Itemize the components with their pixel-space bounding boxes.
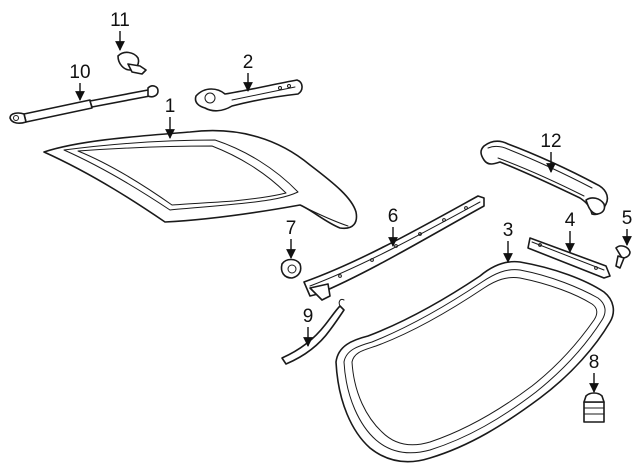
callout-label-4: 4 [565,210,576,231]
callout-label-5: 5 [622,208,633,229]
fastener-part [615,245,631,269]
callout-1: 1 [165,96,176,139]
callout-label-3: 3 [503,220,514,241]
callout-label-6: 6 [388,206,399,227]
bracket-strip-part [527,237,611,279]
callout-8: 8 [589,352,600,393]
callout-7: 7 [286,218,297,259]
callout-label-11: 11 [110,10,130,31]
lift-support-part [9,85,159,124]
callout-label-1: 1 [165,96,176,117]
callout-9: 9 [303,306,314,347]
callout-label-8: 8 [589,352,600,373]
callout-label-10: 10 [69,62,90,83]
bumper-stop-part [280,258,302,279]
callout-5: 5 [622,208,633,246]
callout-3: 3 [503,220,514,263]
callout-6: 6 [388,206,399,247]
spoiler-part [480,140,609,216]
callout-label-9: 9 [303,306,314,327]
clip-part [117,51,147,75]
hinge-part [194,79,303,112]
callout-label-12: 12 [540,131,561,152]
callout-label-2: 2 [243,52,254,73]
trunk-lid-part [43,129,358,230]
callout-12: 12 [540,131,562,173]
seal-part [335,260,615,463]
callout-4: 4 [565,210,576,253]
callout-2: 2 [243,52,254,92]
callout-10: 10 [69,62,91,101]
callout-11: 11 [110,10,130,51]
callout-label-7: 7 [286,218,297,239]
cable-part [281,299,345,365]
bump-stop-part [583,392,605,423]
